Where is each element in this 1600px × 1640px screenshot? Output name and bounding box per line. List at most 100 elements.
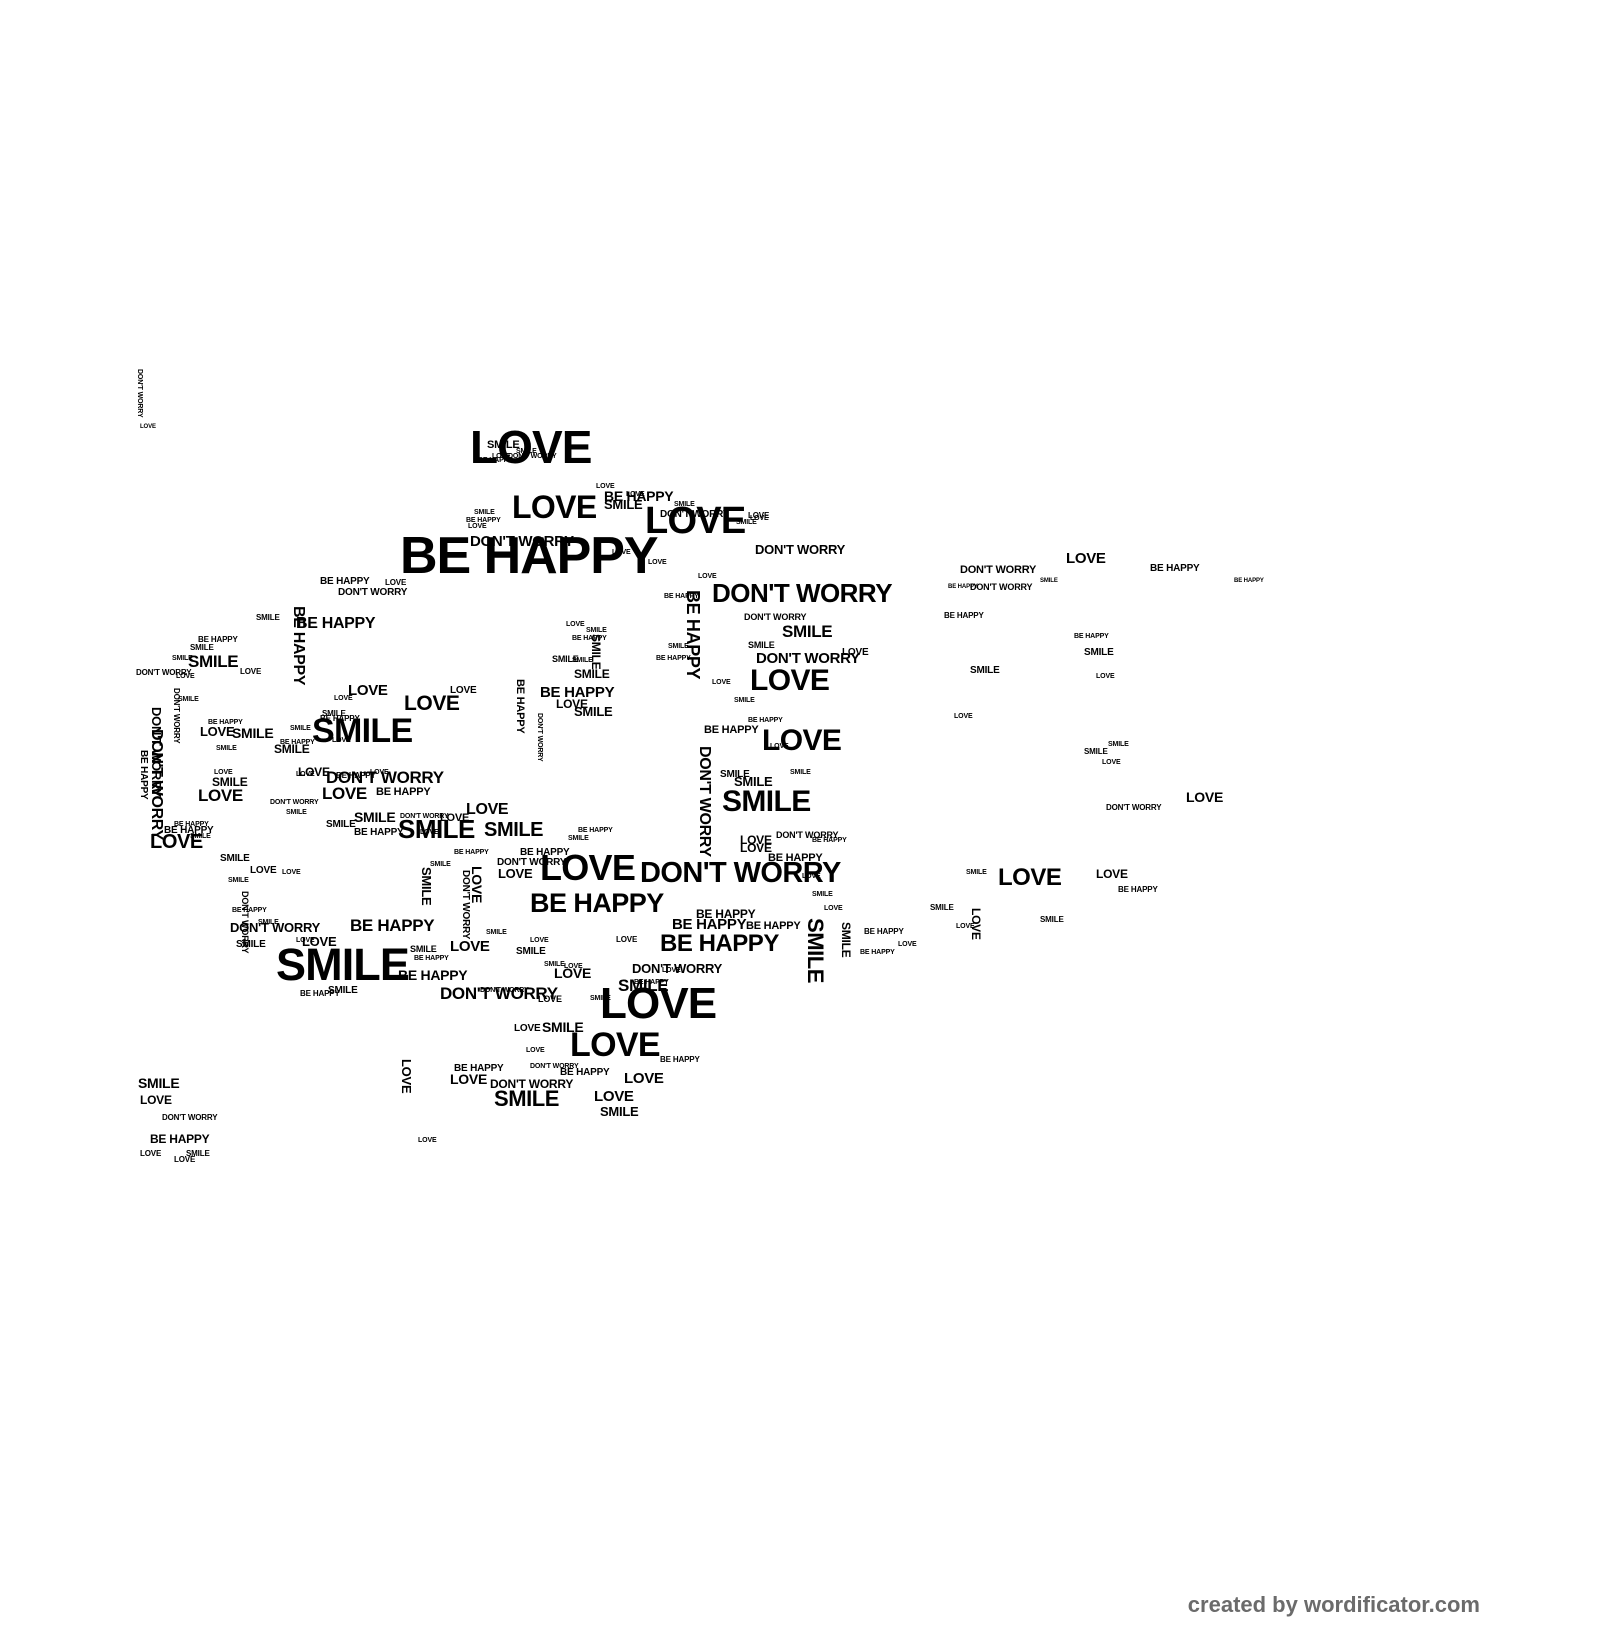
smile-word: SMILE (1040, 915, 1064, 924)
love-word: LOVE (214, 769, 233, 776)
smile-word: SMILE (190, 643, 214, 652)
be-happy-word: BE HAPPY (300, 989, 340, 998)
smile-word: SMILE (354, 809, 396, 825)
love-word: LOVE (802, 873, 821, 880)
love-word: LOVE (450, 1071, 487, 1087)
love-word: LOVE (748, 511, 770, 520)
love-word: LOVE (298, 765, 330, 779)
dont-worry-word: DON'T WORRY (640, 857, 841, 889)
dont-worry-word: DON'T WORRY (660, 509, 730, 520)
dont-worry-word: DON'T WORRY (400, 813, 449, 820)
smile-word: SMILE (970, 665, 1000, 676)
love-word: LOVE (450, 685, 477, 696)
love-word: LOVE (626, 491, 645, 498)
love-word: LOVE (645, 500, 746, 542)
dont-worry-word: DON'T WORRY (440, 984, 558, 1003)
smile-word: SMILE (803, 918, 828, 984)
be-happy-word: BE HAPPY (354, 827, 404, 838)
dont-worry-word: DON'T WORRY (230, 920, 321, 935)
be-happy-word: BE HAPPY (944, 611, 984, 620)
be-happy-word: BE HAPPY (350, 916, 435, 935)
be-happy-word: BE HAPPY (683, 590, 703, 680)
love-word: LOVE (399, 1059, 414, 1094)
smile-word: SMILE (590, 995, 611, 1002)
love-word: LOVE (302, 934, 337, 949)
dont-worry-word: DON'T WORRY (776, 830, 839, 840)
smile-word: SMILE (212, 775, 248, 789)
love-word: LOVE (538, 994, 562, 1004)
dont-worry-word: DON'T WORRY (136, 668, 192, 677)
be-happy-word: BE HAPPY (572, 635, 607, 642)
be-happy-word: BE HAPPY (560, 1067, 610, 1078)
dont-worry-word: DON'T WORRY (970, 582, 1033, 592)
smile-word: SMILE (516, 448, 537, 455)
love-word: LOVE (1102, 759, 1121, 766)
be-happy-word: BE HAPPY (164, 825, 214, 836)
be-happy-word: BE HAPPY (520, 847, 570, 858)
smile-word: SMILE (552, 654, 579, 664)
dont-worry-word: DON'T WORRY (490, 1077, 574, 1091)
smile-word: SMILE (600, 1104, 639, 1119)
be-happy-word: BE HAPPY (466, 517, 501, 524)
be-happy-word: BE HAPPY (530, 888, 664, 918)
love-word: LOVE (198, 786, 243, 805)
love-word: LOVE (296, 771, 315, 778)
be-happy-word: BE HAPPY (454, 849, 489, 856)
smile-word: SMILE (516, 946, 546, 957)
smile-word: SMILE (720, 769, 750, 780)
smile-word: SMILE (328, 985, 358, 996)
smile-word: SMILE (276, 939, 410, 990)
be-happy-word: BE HAPPY (634, 979, 669, 986)
love-word: LOVE (770, 743, 789, 750)
smile-word: SMILE (568, 835, 589, 842)
love-word: LOVE (616, 935, 638, 944)
smile-word: SMILE (748, 640, 775, 650)
be-happy-word: BE HAPPY (296, 615, 376, 632)
be-happy-word: BE HAPPY (860, 949, 895, 956)
smile-word: SMILE (216, 745, 237, 752)
be-happy-word: BE HAPPY (672, 916, 747, 933)
smile-word: SMILE (286, 809, 307, 816)
be-happy-word: BE HAPPY (664, 593, 699, 600)
be-happy-word: BE HAPPY (454, 1063, 504, 1074)
love-word: LOVE (174, 1155, 196, 1164)
smile-word: SMILE (734, 774, 773, 789)
love-word: LOVE (762, 724, 842, 757)
love-word: LOVE (1096, 867, 1128, 881)
love-word: LOVE (514, 1023, 541, 1034)
love-word: LOVE (530, 937, 549, 944)
be-happy-word: BE HAPPY (398, 967, 468, 983)
smile-word: SMILE (966, 869, 987, 876)
smile-word: SMILE (190, 833, 211, 840)
dont-worry-word: DON'T WORRY (497, 857, 567, 868)
dont-worry-word: DON'T WORRY (162, 1113, 218, 1122)
be-happy-word: BE HAPPY (320, 714, 360, 723)
love-word: LOVE (250, 865, 277, 876)
dont-worry-word: DON'T WORRY (530, 1063, 579, 1070)
smile-word: SMILE (736, 519, 757, 526)
smile-word: SMILE (178, 696, 199, 703)
love-word: LOVE (540, 847, 636, 888)
dont-worry-word: DON'T WORRY (712, 578, 893, 608)
be-happy-word: BE HAPPY (400, 527, 659, 585)
smile-word: SMILE (572, 657, 593, 664)
love-word: LOVE (596, 483, 615, 490)
love-word: LOVE (468, 523, 487, 530)
love-word: LOVE (370, 769, 389, 776)
credit-text: created by wordificator.com (1187, 1592, 1480, 1617)
love-word: LOVE (740, 833, 772, 847)
smile-word: SMILE (486, 929, 507, 936)
dont-worry-word: DON'T WORRY (240, 891, 250, 954)
smile-word: SMILE (232, 725, 274, 741)
smile-word: SMILE (312, 712, 413, 750)
be-happy-word: BE HAPPY (746, 920, 801, 932)
love-word: LOVE (140, 1149, 162, 1158)
be-happy-word: BE HAPPY (150, 1132, 210, 1146)
love-word: LOVE (322, 784, 367, 803)
be-happy-word: BE HAPPY (748, 717, 783, 724)
smile-word: SMILE (618, 976, 669, 995)
love-word: LOVE (440, 812, 470, 824)
be-happy-word: BE HAPPY (232, 907, 267, 914)
love-word: LOVE (334, 695, 353, 702)
love-word: LOVE (564, 963, 583, 970)
